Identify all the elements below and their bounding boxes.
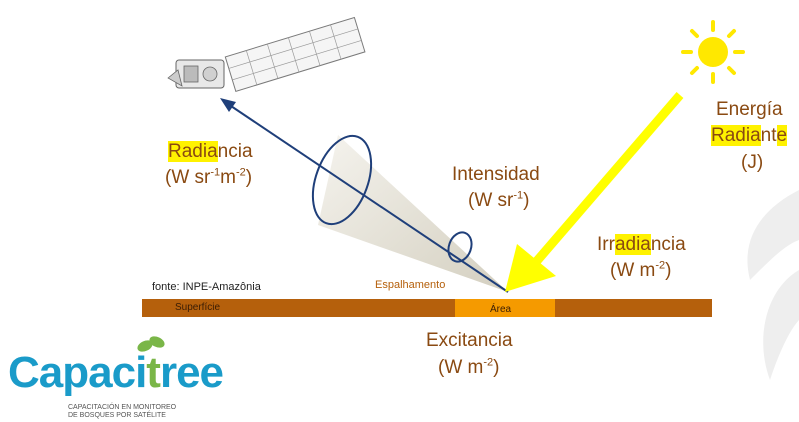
intensidad-label: Intensidad	[452, 164, 540, 185]
logo-subtitle-1: CAPACITACIÓN EN MONITOREO	[68, 404, 177, 411]
irradiancia-units: (W m-2)	[610, 259, 672, 281]
view-cone	[318, 135, 508, 292]
logo-subtitle-2: DE BOSQUES POR SATÉLITE	[68, 412, 166, 419]
superficie-label: Superfície	[175, 302, 221, 313]
energia-units: (J)	[741, 152, 764, 173]
radiancia-units: (W sr-1m-2)	[165, 166, 253, 188]
radiance-arrowhead	[220, 98, 236, 112]
logo-text-a: Capaci	[8, 348, 147, 397]
logo-sprout-icon	[137, 336, 165, 352]
energia-label: Energía	[716, 99, 783, 120]
logo-text-b: ree	[159, 348, 224, 397]
radiante-label: Radiante	[711, 125, 788, 146]
sun-icon	[681, 20, 745, 84]
irradiancia-label: Irradiancia	[597, 234, 686, 255]
area-label: Área	[490, 304, 512, 315]
radiancia-label: Radiancia	[168, 141, 253, 162]
excitancia-units: (W m-2)	[438, 356, 500, 378]
capacitree-logo: Capacitree CAPACITACIÓN EN MONITOREO DE …	[8, 336, 224, 422]
logo-t-glyph: t	[146, 348, 161, 397]
surface-bar	[142, 299, 712, 317]
espalhamento-label: Espalhamento	[375, 279, 446, 291]
cone-ring-large	[311, 134, 373, 226]
excitancia-label: Excitancia	[426, 330, 513, 351]
fonte-label: fonte: INPE-Amazônia	[152, 281, 261, 293]
irradiance-arrowhead	[505, 244, 556, 292]
area-segment	[455, 299, 555, 317]
satellite-icon	[167, 16, 366, 92]
radiance-beam	[227, 103, 509, 293]
intensidad-units: (W sr-1)	[468, 189, 530, 211]
cone-ring-small	[447, 231, 473, 263]
irradiance-ray	[532, 92, 684, 265]
leaf-decoration	[747, 190, 799, 380]
